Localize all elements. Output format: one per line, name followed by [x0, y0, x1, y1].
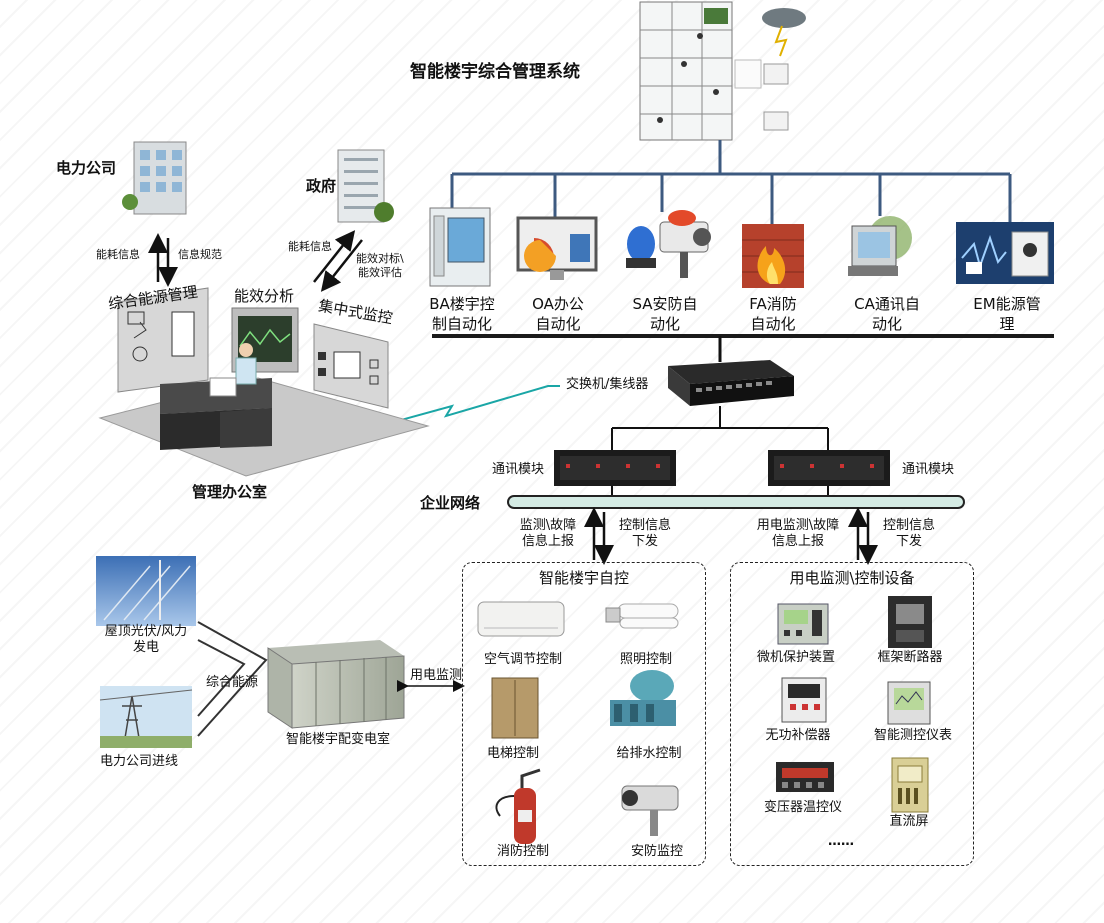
sa-security-icon — [626, 210, 711, 278]
pm-item-breaker: 框架断路器 — [877, 650, 943, 665]
building-auto-title: 智能楼宇自控 — [538, 569, 629, 587]
right-download-label: 控制信息下发 — [882, 518, 935, 549]
comm-module-left-label: 通讯模块 — [492, 462, 545, 477]
power-company-building-icon — [122, 141, 187, 215]
energy-info-up-label: 能耗信息 — [96, 248, 140, 261]
substation-label: 智能楼宇配变电室 — [286, 732, 391, 747]
pm-item-dc: 直流屏 — [889, 814, 929, 829]
building-wireframe-icon — [639, 1, 806, 141]
ba-item-water: 给排水控制 — [616, 746, 682, 761]
energy-info-gov-label: 能耗信息 — [288, 240, 332, 253]
system-title: 智能楼宇综合管理系统 — [410, 62, 580, 82]
water-pump-icon — [610, 670, 676, 726]
power-monitor-box — [730, 562, 974, 866]
gov-eval-line1: 能效对标\ — [356, 252, 404, 265]
ba-item-security: 安防监控 — [630, 844, 683, 859]
substation-cabinet-icon — [267, 640, 405, 729]
enterprise-net-label: 企业网络 — [420, 494, 481, 512]
info-spec-label: 信息规范 — [178, 248, 222, 261]
ba-item-fire: 消防控制 — [496, 844, 549, 859]
solar-panel-icon — [96, 556, 196, 626]
subsystem-fa-label: FA消防自动化 — [749, 295, 797, 333]
pm-item-compensator: 无功补偿器 — [765, 728, 831, 743]
subsystem-em-label: EM能源管理 — [973, 295, 1041, 333]
right-upload-label: 用电监测\故障信息上报 — [756, 518, 840, 549]
comm-module-left-icon — [554, 450, 676, 486]
office-scene — [98, 287, 430, 477]
switch-hub-icon — [668, 360, 794, 406]
office-label: 管理办公室 — [192, 483, 268, 501]
ba-item-lighting: 照明控制 — [619, 652, 672, 667]
government-building-icon — [337, 149, 394, 223]
relay-protection-icon — [777, 603, 829, 645]
power-monitor-title: 用电监测\控制设备 — [789, 569, 915, 587]
security-camera-icon — [621, 785, 679, 836]
comm-module-right-icon — [768, 450, 890, 486]
pm-more: …… — [828, 834, 854, 849]
arrows-right — [848, 507, 878, 565]
government-arrows — [313, 230, 363, 292]
oa-monitor-icon — [516, 216, 598, 280]
enterprise-net-bar — [507, 495, 965, 509]
fa-fire-icon — [742, 224, 804, 288]
switch-label: 交换机/集线器 — [566, 377, 649, 392]
power-company-label: 电力公司 — [56, 159, 117, 177]
grid-label: 电力公司进线 — [100, 754, 179, 769]
arrows-left — [584, 507, 614, 565]
fire-extinguisher-icon — [495, 768, 541, 844]
power-grid-icon — [99, 686, 193, 748]
em-energy-icon — [956, 222, 1054, 284]
gov-eval-line2: 能效评估 — [358, 266, 402, 279]
left-download-label: 控制信息下发 — [618, 518, 671, 549]
light-bulb-icon — [605, 603, 679, 629]
comm-module-right-label: 通讯模块 — [902, 462, 955, 477]
ba-item-elevator: 电梯控制 — [486, 746, 539, 761]
frame-breaker-icon — [888, 596, 932, 648]
building-auto-box — [462, 562, 706, 866]
left-upload-label: 监测\故障信息上报 — [519, 518, 577, 549]
ba-item-ac: 空气调节控制 — [483, 652, 562, 667]
pm-item-transformer: 变压器温控仪 — [763, 800, 842, 815]
ca-comm-icon — [848, 216, 912, 276]
subsystem-sa-label: SA安防自动化 — [632, 295, 698, 333]
transformer-temp-icon — [776, 762, 834, 792]
subsystem-ba-label: BA楼宇控制自动化 — [429, 295, 495, 333]
reactive-compensator-icon — [781, 677, 827, 723]
subsystem-oa-label: OA办公自动化 — [532, 295, 584, 333]
solar-wind-label: 屋顶光伏/风力发电 — [104, 624, 188, 655]
pm-item-relay: 微机保护装置 — [756, 650, 835, 665]
smart-meter-icon — [887, 681, 931, 725]
ba-building-icon — [429, 207, 491, 287]
power-company-arrows — [148, 233, 178, 287]
elevator-icon — [491, 677, 539, 739]
efficiency-analysis-label: 能效分析 — [234, 287, 295, 305]
merge-arrow-icon — [197, 621, 268, 737]
subsystem-ca-label: CA通讯自动化 — [854, 295, 920, 333]
government-label: 政府 — [306, 177, 337, 195]
pm-item-meter: 智能测控仪表 — [873, 728, 952, 743]
integrated-energy-label: 综合能源 — [206, 675, 259, 690]
dc-panel-icon — [891, 757, 929, 813]
power-monitoring-label: 用电监测 — [410, 668, 463, 683]
ac-unit-icon — [477, 601, 565, 637]
wireless-link-icon — [371, 385, 560, 429]
